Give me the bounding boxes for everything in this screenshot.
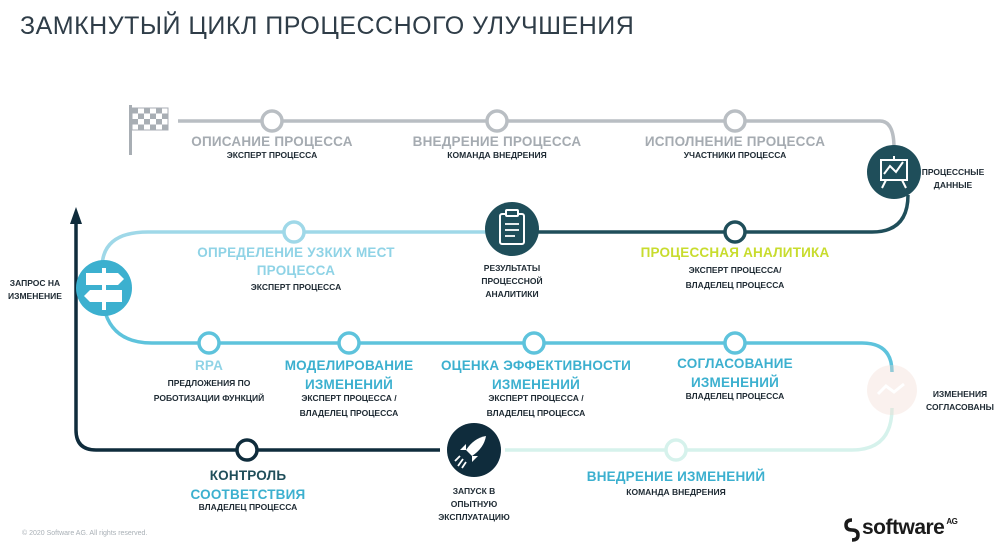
- brand-name: software: [862, 516, 945, 539]
- stage-pilot: ЗАПУСК В ОПЫТНУЮ ЭКСПЛУАТАЦИЮ: [424, 485, 524, 524]
- stage-implementation: ВНЕДРЕНИЕ ПРОЦЕССА КОМАНДА ВНЕДРЕНИЯ: [397, 134, 597, 162]
- stage-title-1: ОЦЕНКА ЭФФЕКТИВНОСТИ: [440, 358, 632, 373]
- stage-role-1: ЭКСПЕРТ ПРОЦЕССА /: [301, 393, 397, 403]
- arrow-up-icon: [70, 207, 82, 224]
- copyright: © 2020 Software AG. All rights reserved.: [22, 530, 148, 537]
- stage-title: ИСПОЛНЕНИЕ ПРОЦЕССА: [644, 134, 826, 149]
- stage-title-2: ИЗМЕНЕНИЙ: [491, 377, 581, 392]
- node-approval: [723, 331, 747, 355]
- stage-title: ОПИСАНИЕ ПРОЦЕССА: [191, 134, 353, 149]
- process-data-line2: ДАННЫЕ: [933, 180, 973, 190]
- pilot-line3: ЭКСПЛУАТАЦИЮ: [438, 512, 510, 522]
- bottlenecks-role: ЭКСПЕРТ ПРОЦЕССА: [250, 282, 342, 292]
- stage-title-1: ОПРЕДЕЛЕНИЕ УЗКИХ МЕСТ: [197, 245, 395, 260]
- stage-modeling: МОДЕЛИРОВАНИЕ ИЗМЕНЕНИЙ ЭКСПЕРТ ПРОЦЕССА…: [269, 358, 429, 420]
- stage-role-2: ВЛАДЕЛЕЦ ПРОЦЕССА: [299, 408, 399, 418]
- stage-title-1: СОГЛАСОВАНИЕ: [677, 356, 793, 371]
- handshake-icon: [867, 365, 917, 415]
- node-execution: [723, 109, 747, 133]
- path-rollout: [505, 407, 894, 452]
- pilot-line2: ОПЫТНУЮ: [450, 499, 498, 509]
- brand-suffix: AG: [946, 517, 958, 526]
- change-request-line2: ИЗМЕНЕНИЕ: [8, 291, 62, 301]
- stage-analytics-results: РЕЗУЛЬТАТЫ ПРОЦЕССНОЙ АНАЛИТИКИ: [472, 262, 552, 301]
- change-request-line1: ЗАПРОС НА: [9, 278, 61, 288]
- stage-process-data: ПРОЦЕССНЫЕ ДАННЫЕ: [918, 166, 988, 192]
- stage-title-1: МОДЕЛИРОВАНИЕ: [284, 358, 414, 373]
- control-role: ВЛАДЕЛЕЦ ПРОЦЕССА: [198, 502, 298, 512]
- node-analytics: [723, 220, 747, 244]
- stage-role: КОМАНДА ВНЕДРЕНИЯ: [447, 150, 547, 160]
- stage-approved: ИЗМЕНЕНИЯ СОГЛАСОВАНЫ: [922, 388, 998, 414]
- path-analytics: [512, 194, 910, 234]
- chart-board-icon: [867, 145, 921, 199]
- stage-role-1: ЭКСПЕРТ ПРОЦЕССА /: [488, 393, 584, 403]
- checkered-flag-icon: [129, 105, 169, 155]
- stage-role: УЧАСТНИКИ ПРОЦЕССА: [683, 150, 787, 160]
- stage-title-2: СООТВЕТСТВИЯ: [190, 487, 306, 502]
- node-rpa: [197, 331, 221, 355]
- stage-role-1: ПРЕДЛОЖЕНИЯ ПО: [167, 378, 251, 388]
- stage-title: ВНЕДРЕНИЕ ИЗМЕНЕНИЙ: [586, 469, 766, 484]
- path-top: [178, 119, 896, 149]
- path-control: [74, 222, 440, 452]
- stage-control: КОНТРОЛЬ СООТВЕТСТВИЯ: [168, 468, 328, 502]
- analytics-results-line1: РЕЗУЛЬТАТЫ: [483, 263, 541, 273]
- stage-role-2: ВЛАДЕЛЕЦ ПРОЦЕССА: [486, 408, 586, 418]
- node-control: [235, 438, 259, 462]
- analytics-results-line2: ПРОЦЕССНОЙ: [481, 276, 543, 286]
- node-modeling: [337, 331, 361, 355]
- page-title: ЗАМКНУТЫЙ ЦИКЛ ПРОЦЕССНОГО УЛУЧШЕНИЯ: [20, 12, 635, 40]
- stage-role: ЭКСПЕРТ ПРОЦЕССА: [226, 150, 318, 160]
- stage-role: ВЛАДЕЛЕЦ ПРОЦЕССА: [685, 391, 785, 401]
- stage-role-2: РОБОТИЗАЦИИ ФУНКЦИЙ: [153, 393, 265, 403]
- stage-title-2: ПРОЦЕССА: [256, 263, 336, 278]
- stage-role: КОМАНДА ВНЕДРЕНИЯ: [626, 487, 726, 497]
- stage-title-1: КОНТРОЛЬ: [209, 468, 287, 483]
- node-implementation: [485, 109, 509, 133]
- stage-title: ВНЕДРЕНИЕ ПРОЦЕССА: [412, 134, 582, 149]
- pilot-line1: ЗАПУСК В: [452, 486, 496, 496]
- node-bottlenecks: [282, 220, 306, 244]
- stage-bottlenecks: ОПРЕДЕЛЕНИЕ УЗКИХ МЕСТ ПРОЦЕССА: [186, 245, 406, 278]
- rocket-icon: [447, 423, 501, 477]
- stage-description: ОПИСАНИЕ ПРОЦЕССА ЭКСПЕРТ ПРОЦЕССА: [172, 134, 372, 162]
- stage-role-2: ВЛАДЕЛЕЦ ПРОЦЕССА: [685, 280, 785, 290]
- approved-line1: ИЗМЕНЕНИЯ: [932, 389, 988, 399]
- stage-role-1: ЭКСПЕРТ ПРОЦЕССА/: [688, 265, 782, 275]
- process-data-line1: ПРОЦЕССНЫЕ: [921, 167, 985, 177]
- node-rollout: [664, 438, 688, 462]
- stage-title-2: ИЗМЕНЕНИЙ: [690, 375, 780, 390]
- stage-analytics: ПРОЦЕССНАЯ АНАЛИТИКА ЭКСПЕРТ ПРОЦЕССА/ В…: [625, 245, 845, 292]
- clipboard-icon: [485, 202, 539, 256]
- stage-title: RPA: [194, 358, 224, 373]
- stage-change-request: ЗАПРОС НА ИЗМЕНЕНИЕ: [4, 277, 66, 303]
- stage-title-2: ИЗМЕНЕНИЙ: [304, 377, 394, 392]
- analytics-results-line3: АНАЛИТИКИ: [485, 289, 539, 299]
- stage-rpa: RPA ПРЕДЛОЖЕНИЯ ПО РОБОТИЗАЦИИ ФУНКЦИЙ: [139, 358, 279, 405]
- path-to-approval: [102, 307, 894, 373]
- stage-rollout: ВНЕДРЕНИЕ ИЗМЕНЕНИЙ КОМАНДА ВНЕДРЕНИЯ: [566, 469, 786, 499]
- stage-title: ПРОЦЕССНАЯ АНАЛИТИКА: [640, 245, 830, 260]
- node-description: [260, 109, 284, 133]
- stage-efficiency: ОЦЕНКА ЭФФЕКТИВНОСТИ ИЗМЕНЕНИЙ ЭКСПЕРТ П…: [426, 358, 646, 420]
- approved-line2: СОГЛАСОВАНЫ: [926, 402, 994, 412]
- stage-approval: СОГЛАСОВАНИЕ ИЗМЕНЕНИЙ ВЛАДЕЛЕЦ ПРОЦЕССА: [650, 356, 820, 403]
- signpost-icon: [76, 260, 132, 316]
- node-efficiency: [522, 331, 546, 355]
- software-ag-logo-icon: [844, 518, 860, 542]
- stage-execution: ИСПОЛНЕНИЕ ПРОЦЕССА УЧАСТНИКИ ПРОЦЕССА: [625, 134, 845, 162]
